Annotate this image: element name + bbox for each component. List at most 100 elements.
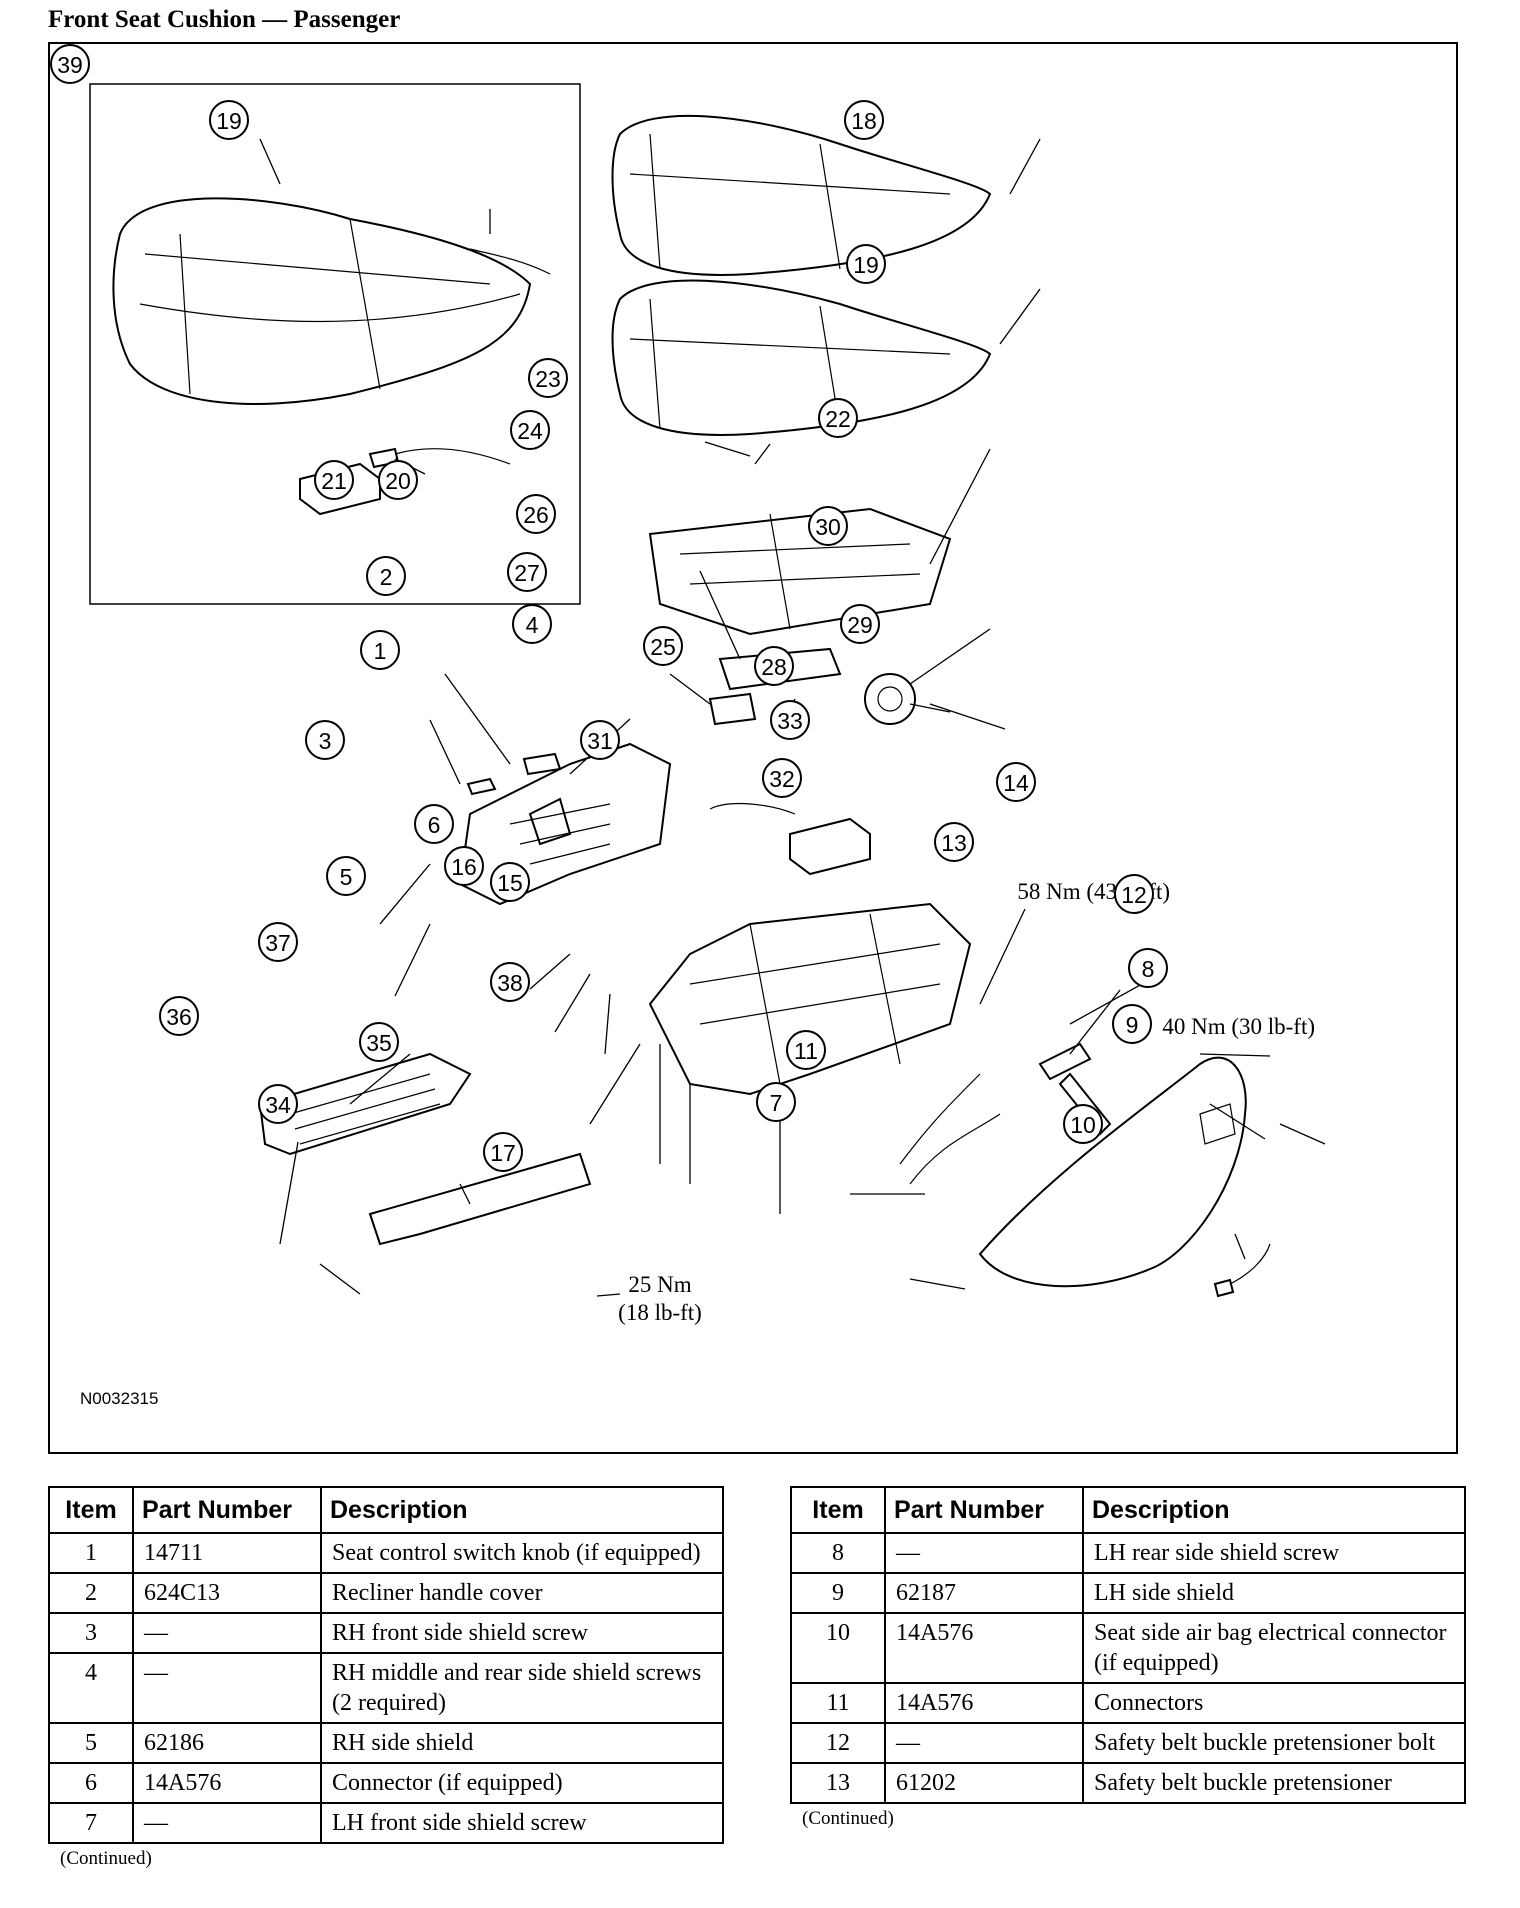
callout-19: 19 [209,100,249,140]
table-row: 8—LH rear side shield screw [790,1532,1466,1574]
callout-36: 36 [159,996,199,1036]
callout-circle [209,100,249,140]
wiring-harness [899,1073,1001,1185]
callout-13: 13 [934,822,974,862]
callout-4: 4 [512,604,552,644]
callout-18: 18 [844,100,884,140]
callout-number: 28 [761,654,787,680]
description-cell: LH front side shield screw [320,1802,724,1844]
parts-table-right-wrapper: Item Part Number Description 8—LH rear s… [790,1486,1466,1830]
callout-circle [159,996,199,1036]
occupant-module [709,802,871,876]
callout-8: 8 [1128,948,1168,988]
description-cell: Safety belt buckle pretensioner [1082,1762,1466,1804]
header-description: Description [320,1486,724,1534]
callout-number: 24 [517,418,543,444]
callout-circle [1063,1104,1103,1144]
continued-note-left: (Continued) [60,1848,152,1869]
item-cell: 9 [790,1572,886,1614]
recliner-handle-cover [522,752,562,776]
description-cell: Safety belt buckle pretensioner bolt [1082,1722,1466,1764]
callout-14: 14 [996,762,1036,802]
callout-circle [808,506,848,546]
description-cell: Connectors [1082,1682,1466,1724]
callout-circle [507,552,547,592]
table-row: 3—RH front side shield screw [48,1612,724,1654]
callout-circle [934,822,974,862]
callout-circle [314,460,354,500]
callout-number: 19 [216,108,242,134]
callout-2: 2 [366,556,406,596]
item-cell: 3 [48,1612,134,1654]
switch-knob [466,777,497,796]
callout-10: 10 [1063,1104,1103,1144]
callout-circle [1128,948,1168,988]
table-row: 4—RH middle and rear side shield screws … [48,1652,724,1724]
callout-23: 23 [528,358,568,398]
description-cell: Connector (if equipped) [320,1762,724,1804]
callout-number: 32 [769,766,795,792]
callout-circle [754,646,794,686]
callout-33: 33 [770,700,810,740]
part-number-cell: — [132,1612,322,1654]
callout-circle [846,244,886,284]
part-number-cell: — [884,1722,1084,1764]
callout-circle [580,720,620,760]
callout-32: 32 [762,758,802,798]
callout-circle [360,630,400,670]
callout-number: 39 [57,52,83,78]
callout-number: 13 [941,830,967,856]
recliner-motor-parts [708,647,916,726]
part-number-cell: — [132,1802,322,1844]
description-cell: LH side shield [1082,1572,1466,1614]
callout-circle [378,460,418,500]
cushion-pad [611,279,992,436]
table-row: 7—LH front side shield screw [48,1802,724,1844]
callout-6: 6 [414,804,454,844]
callout-circle [516,494,556,534]
description-cell: RH middle and rear side shield screws (2… [320,1652,724,1724]
callout-circle [359,1022,399,1062]
item-cell: 2 [48,1572,134,1614]
callout-20: 20 [378,460,418,500]
callout-28: 28 [754,646,794,686]
description-cell: Seat control switch knob (if equipped) [320,1532,724,1574]
torque-17-line2: (18 lb-ft) [618,1300,702,1325]
callout-number: 10 [1070,1112,1096,1138]
description-cell: Recliner handle cover [320,1572,724,1614]
callout-1: 1 [360,630,400,670]
part-number-cell: 62186 [132,1722,322,1764]
callout-19: 19 [846,244,886,284]
inset-seat-cushion [112,197,551,405]
callout-circle [1114,874,1154,914]
callout-21: 21 [314,460,354,500]
header-part-number: Part Number [884,1486,1084,1534]
callout-circle [510,410,550,450]
callout-circle [512,604,552,644]
callout-circle [366,556,406,596]
lh-side-shield [978,1056,1247,1288]
item-cell: 10 [790,1612,886,1684]
header-item: Item [48,1486,134,1534]
callout-number: 31 [587,728,613,754]
callout-number: 21 [321,468,347,494]
item-cell: 8 [790,1532,886,1574]
cushion-cover [611,114,992,276]
parts-table-right: Item Part Number Description 8—LH rear s… [790,1486,1466,1804]
part-number-cell: 14A576 [884,1612,1084,1684]
item-cell: 12 [790,1722,886,1764]
header-item: Item [790,1486,886,1534]
callout-circle [490,962,530,1002]
callout-circle [786,1030,826,1070]
callout-number: 6 [428,812,441,838]
callout-circle [643,626,683,666]
callout-number: 3 [319,728,332,754]
callout-25: 25 [643,626,683,666]
